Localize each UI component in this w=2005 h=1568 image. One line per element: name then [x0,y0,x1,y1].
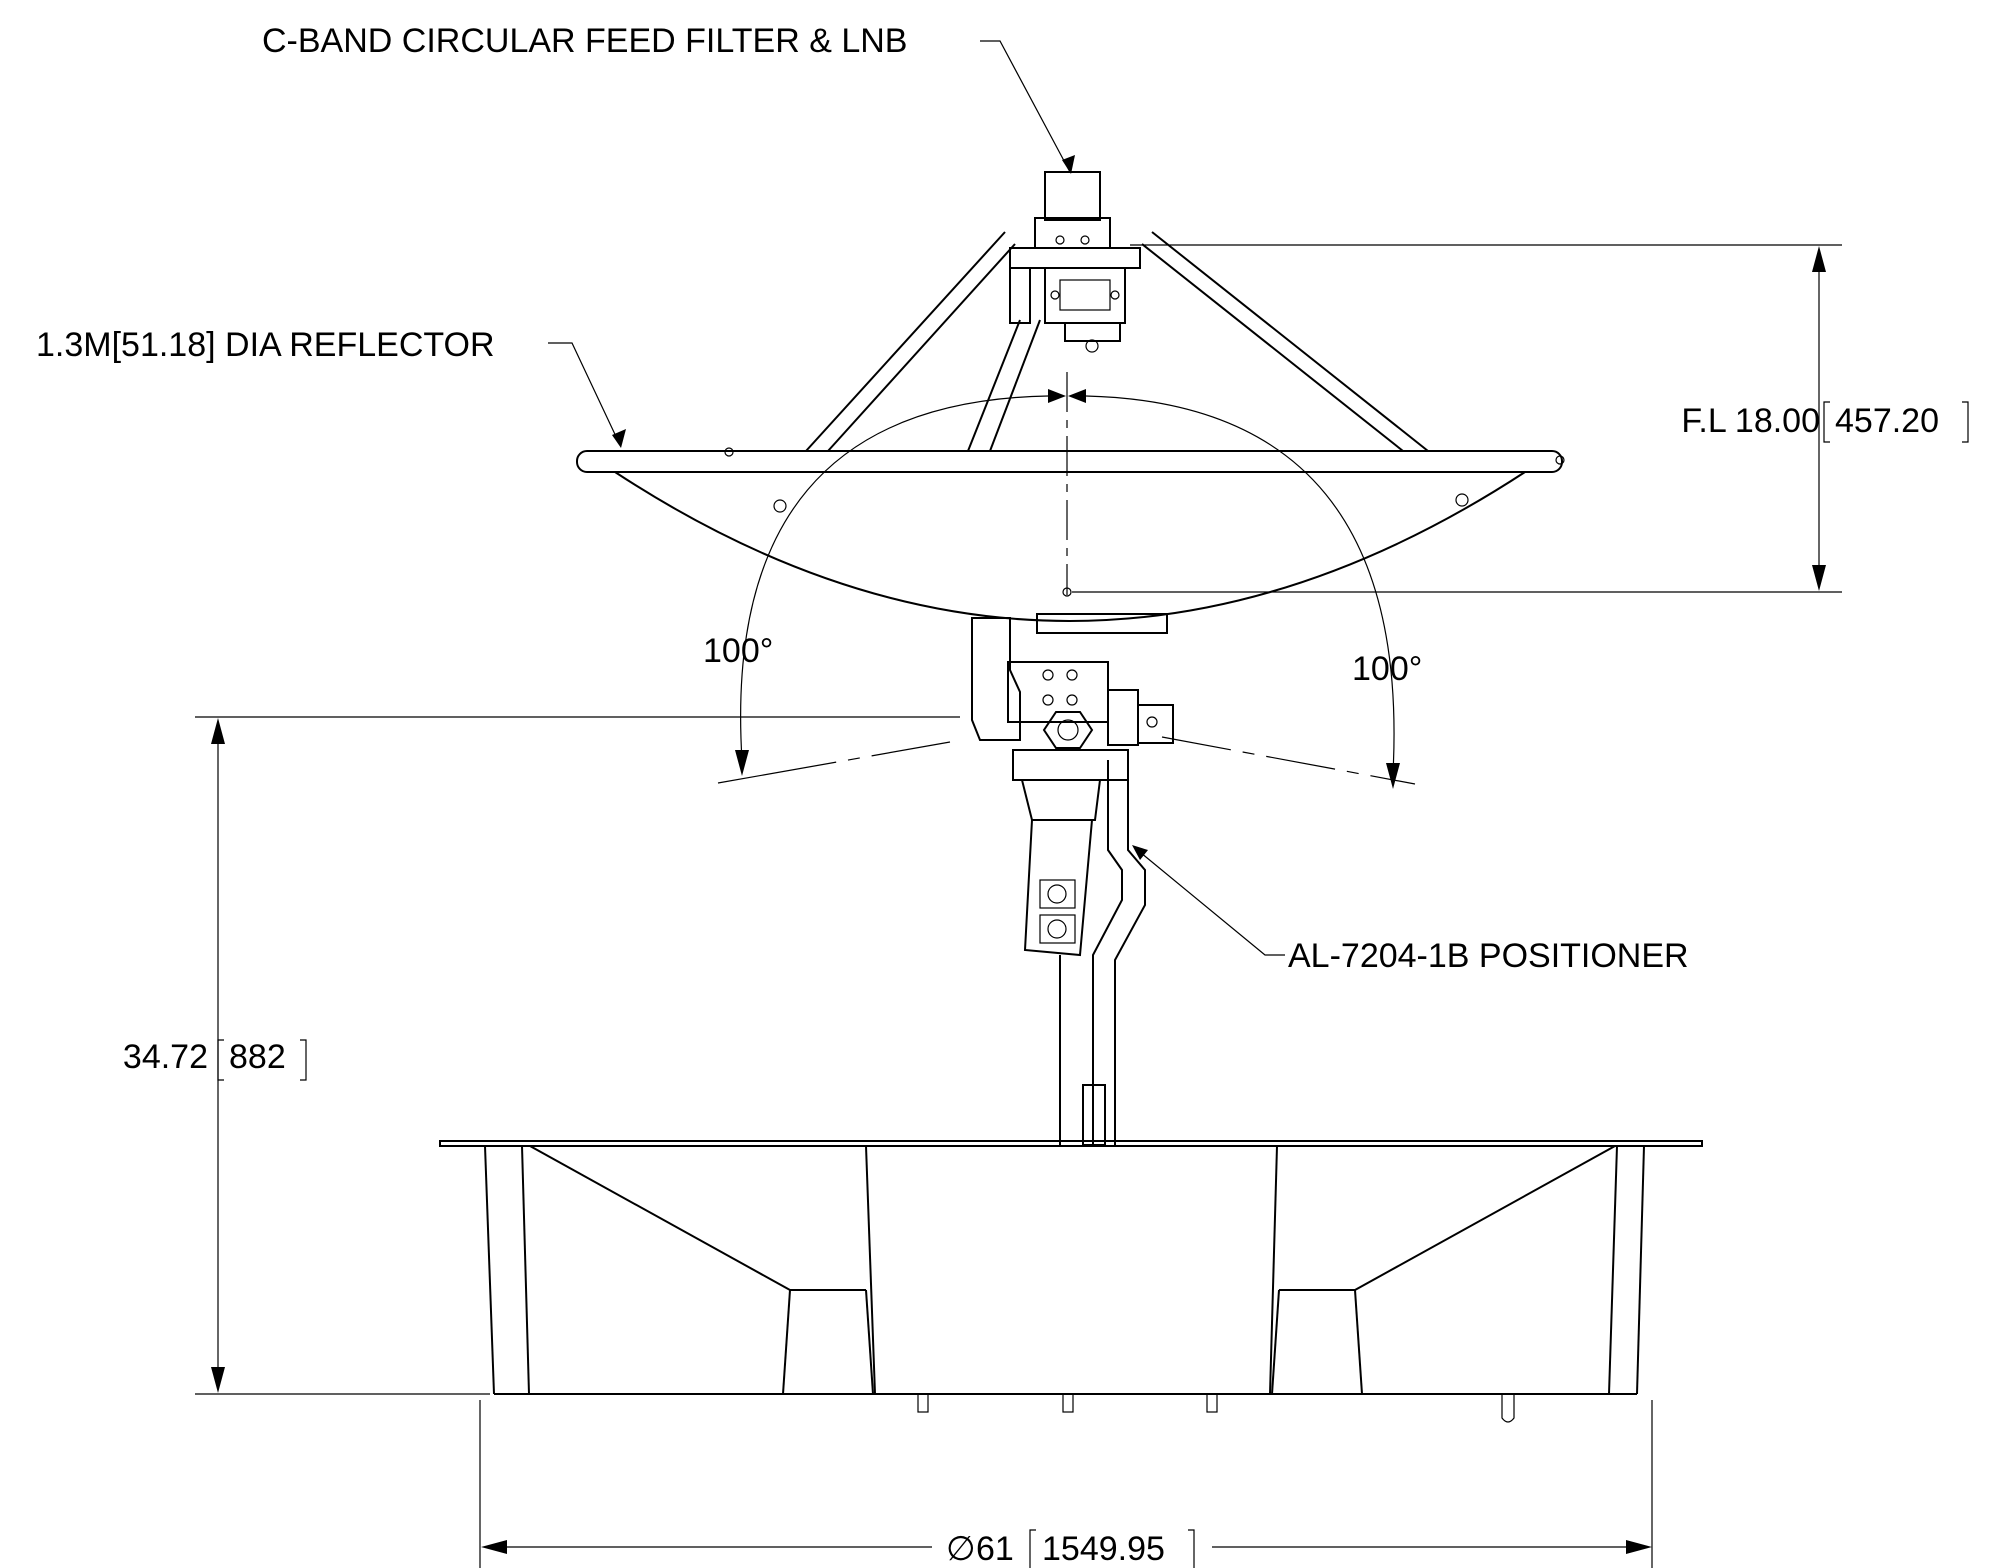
rim-fitting [724,447,734,457]
dish-fitting [1455,493,1469,507]
diameter-symbol: ∅ [946,1530,976,1568]
positioner-label: AL-7204-1B POSITIONER [1288,937,1689,975]
leader-lines [548,40,1285,956]
elevation-arc [735,389,1400,789]
diameter-dimension [479,1400,1653,1568]
feed-assembly [1009,171,1141,353]
dish-fitting [773,499,787,513]
positioner-head [971,613,1174,749]
height-mm: 882 [229,1038,286,1076]
base-plate [439,1140,1703,1147]
height-value: 34.72 [123,1038,208,1076]
reflector-dish [614,471,1526,622]
feed-label: C-BAND CIRCULAR FEED FILTER & LNB [262,22,907,60]
diameter-mm: 1549.95 [1042,1530,1165,1568]
focal-length-mm: 457.20 [1835,402,1939,440]
feed-struts [805,231,1429,452]
actuator [1012,749,1129,957]
centerlines [717,372,1416,785]
reflector [576,447,1565,622]
rim-fitting [1555,455,1565,465]
angle-left-label: 100° [703,632,773,670]
base [439,1140,1703,1423]
angle-right-label: 100° [1352,650,1422,688]
diameter-value: 61 [976,1530,1014,1568]
height-dimension [195,716,960,1395]
focal-length-value: F.L 18.00 [1681,402,1820,440]
reflector-rim [576,450,1563,473]
reflector-label: 1.3M[51.18] DIA REFLECTOR [36,326,495,364]
focal-length-dimension [1072,244,1842,593]
mast [1059,760,1146,1146]
